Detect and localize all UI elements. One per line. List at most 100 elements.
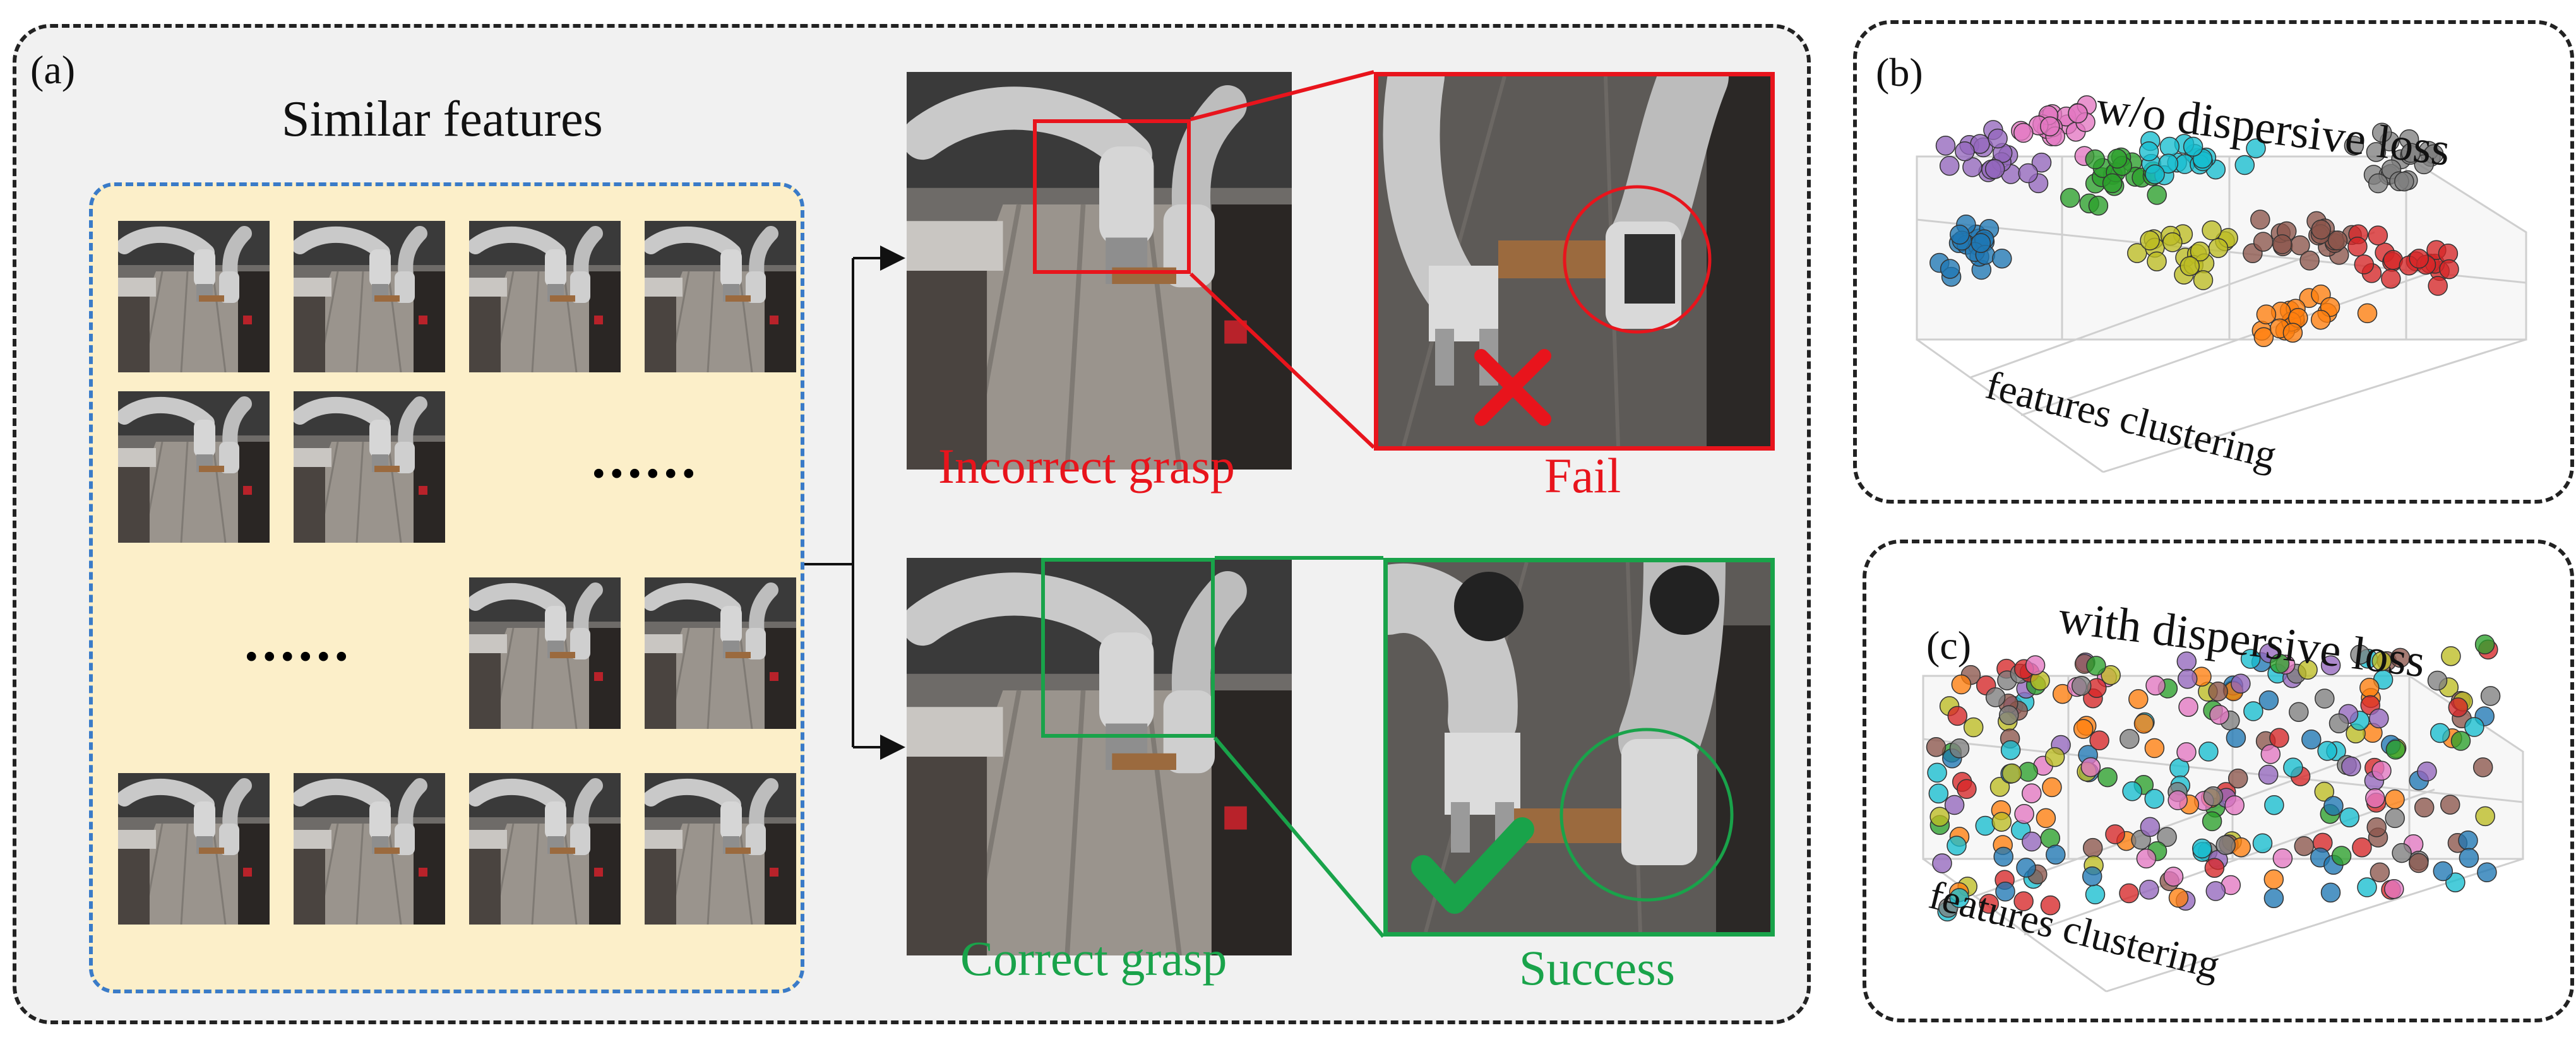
- scatter-point: [2044, 747, 2065, 767]
- incorrect-grasp-label: Incorrect grasp: [938, 439, 1235, 494]
- scatter-point: [2018, 163, 2038, 184]
- panel-c: (c) with dispersive loss features cluste…: [1863, 540, 2574, 1022]
- scatter-point: [2025, 655, 2046, 675]
- scatter-point: [2145, 675, 2166, 695]
- scatter-point: [2400, 143, 2421, 163]
- scatter-point: [2231, 673, 2251, 694]
- scatter-point: [2168, 887, 2189, 908]
- scatter-point: [2215, 835, 2236, 855]
- scatter-point: [2301, 730, 2322, 750]
- scatter-point: [2246, 138, 2266, 158]
- scatter-point: [2138, 141, 2159, 162]
- scatter-points-c: [1926, 634, 2501, 922]
- scatter-point: [2282, 322, 2303, 343]
- panel-b: (b) w/o dispersive loss features cluster…: [1853, 20, 2574, 504]
- scatter-point: [2385, 789, 2405, 810]
- scatter-point: [1957, 779, 1977, 800]
- scatter-point: [2250, 210, 2270, 230]
- scatter-point: [2269, 653, 2290, 674]
- scatter-point: [2120, 729, 2140, 749]
- scatter-point: [2183, 136, 2203, 157]
- scatter-point: [2013, 891, 2034, 911]
- scatter-point: [2441, 646, 2461, 666]
- scatter-point: [2327, 230, 2348, 251]
- scatter-point: [2414, 797, 2435, 818]
- scatter-point: [1975, 815, 1996, 836]
- scatter-point: [1971, 233, 1991, 253]
- scatter-point: [2350, 644, 2370, 665]
- fail-closeup: [1374, 72, 1775, 451]
- scatter-point: [2365, 788, 2385, 808]
- scatter-point: [1947, 706, 1968, 726]
- scatter-point: [2000, 740, 2021, 760]
- scatter-point: [2198, 742, 2219, 762]
- scatter-point: [2193, 270, 2214, 290]
- scatter-point: [1950, 225, 1970, 245]
- similar-features-title: Similar features: [282, 92, 603, 147]
- scatter-point: [2392, 842, 2412, 863]
- scatter-point: [2263, 869, 2284, 890]
- scatter-point: [2294, 836, 2315, 856]
- scatter-point: [2136, 848, 2157, 869]
- scatter-point: [2385, 808, 2405, 829]
- correct-zoom-connectors: [1213, 556, 1385, 938]
- scatter-point: [2474, 634, 2495, 654]
- scatter-point: [2240, 649, 2261, 669]
- scatter-point: [1998, 705, 2019, 726]
- scatter-point: [2368, 173, 2388, 194]
- scatter-point: [2082, 866, 2102, 887]
- scatter-point: [1995, 882, 2015, 902]
- fail-label: Fail: [1544, 448, 1621, 503]
- success-closeup: [1383, 558, 1775, 937]
- scatter-point: [2224, 795, 2245, 815]
- scatter-point: [2258, 690, 2279, 711]
- scatter-point: [1985, 687, 2006, 707]
- scatter-point: [1955, 141, 1975, 162]
- scatter-point: [2243, 701, 2263, 721]
- scatter-point: [1929, 807, 1950, 827]
- scatter-point: [2263, 888, 2284, 908]
- fail-x-icon: [1474, 349, 1551, 426]
- scatter-point: [2022, 783, 2042, 803]
- scatter-point: [2040, 895, 2061, 916]
- scatter-point: [2128, 689, 2149, 709]
- scatter-point: [2252, 833, 2273, 853]
- scatter-point: [2209, 704, 2229, 725]
- scatter-point: [2102, 173, 2123, 194]
- scatter-point: [2315, 689, 2335, 709]
- panel-c-label: (c): [1926, 623, 1972, 668]
- scatter-point: [2046, 844, 2066, 865]
- scatter-point: [2144, 738, 2165, 759]
- scatter-point: [1984, 159, 2005, 179]
- scatter-point: [2001, 763, 2022, 784]
- scatter-point: [2105, 824, 2125, 844]
- scatter-point: [2394, 171, 2414, 192]
- scatter-point: [2068, 103, 2088, 124]
- panel-a-label: (a): [30, 47, 76, 92]
- ellipsis: ......: [244, 610, 352, 673]
- scatter-point: [2085, 149, 2106, 170]
- scatter-point: [2080, 757, 2101, 777]
- scatter-point: [2357, 877, 2377, 897]
- scatter-point: [2089, 730, 2109, 750]
- panel-a: (a) Similar features ...... ......: [13, 24, 1811, 1024]
- scatter-point: [2370, 862, 2390, 883]
- scatter-point: [1949, 738, 1970, 759]
- correct-grasp-label: Correct grasp: [960, 931, 1227, 986]
- scatter-point: [2341, 756, 2361, 777]
- scatter-point: [2191, 838, 2212, 859]
- incorrect-zoom-connectors: [1189, 70, 1376, 449]
- scatter-point: [2331, 846, 2352, 866]
- scatter-point: [1963, 717, 1984, 738]
- scatter-point: [2289, 702, 2309, 722]
- scatter-point: [2314, 781, 2335, 802]
- scatter-point: [2163, 866, 2184, 887]
- scatter-point: [2347, 237, 2368, 257]
- scatter-point: [1991, 812, 2012, 832]
- scatter-point: [2226, 728, 2246, 748]
- scatter-point: [2299, 251, 2320, 271]
- similar-features-box: ...... ......: [89, 182, 804, 993]
- branch-arrows: [804, 245, 905, 760]
- scatter-point: [2320, 882, 2341, 903]
- scatter-point: [2205, 881, 2226, 901]
